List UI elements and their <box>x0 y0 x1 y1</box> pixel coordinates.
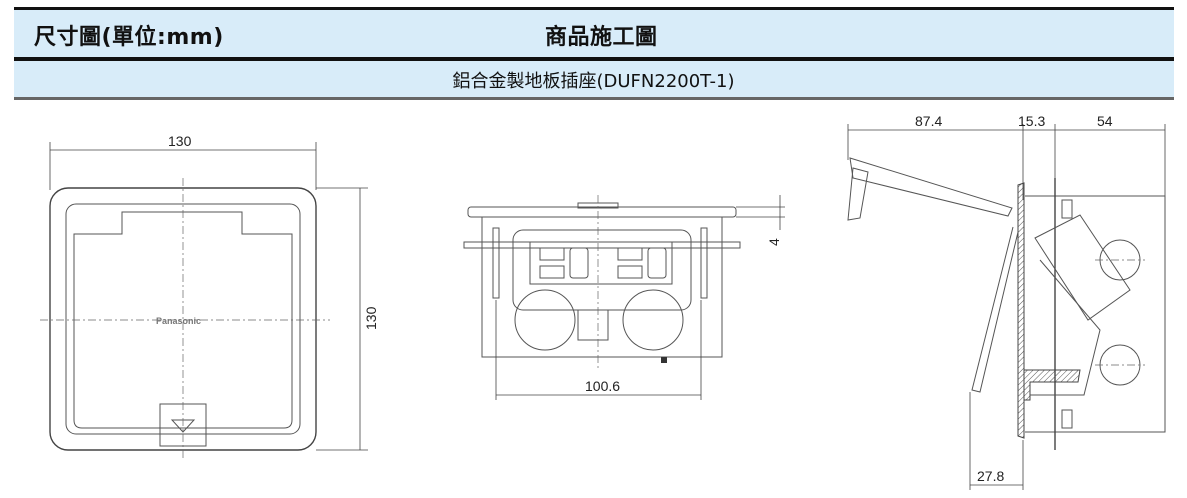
side-view-drawing: 87.4 15.3 54 27.8 <box>847 113 1166 490</box>
section-title: 商品施工圖 <box>545 25 658 50</box>
header-band <box>14 10 1174 57</box>
front-width-dim: 130 <box>168 133 192 149</box>
front-view-drawing: 130 130 Panasonic <box>40 133 379 460</box>
side-bottom-dim: 27.8 <box>977 468 1004 484</box>
product-band <box>14 61 1174 97</box>
front-height-dim: 130 <box>363 306 379 330</box>
middle-width-dim: 100.6 <box>585 378 620 394</box>
side-lid-dim: 87.4 <box>915 113 942 129</box>
product-title: 鋁合金製地板插座(DUFN2200T-1) <box>452 71 735 92</box>
panasonic-logo: Panasonic <box>156 316 201 326</box>
header-middle-rule <box>14 57 1174 61</box>
middle-view-drawing: 100.6 4 <box>463 195 785 400</box>
side-flange-dim: 15.3 <box>1018 113 1045 129</box>
side-box-dim: 54 <box>1097 113 1113 129</box>
header-top-rule <box>14 7 1174 10</box>
units-title: 尺寸圖(單位:mm) <box>34 25 224 50</box>
header-bottom-rule <box>14 97 1174 100</box>
middle-thickness-dim: 4 <box>766 238 782 246</box>
